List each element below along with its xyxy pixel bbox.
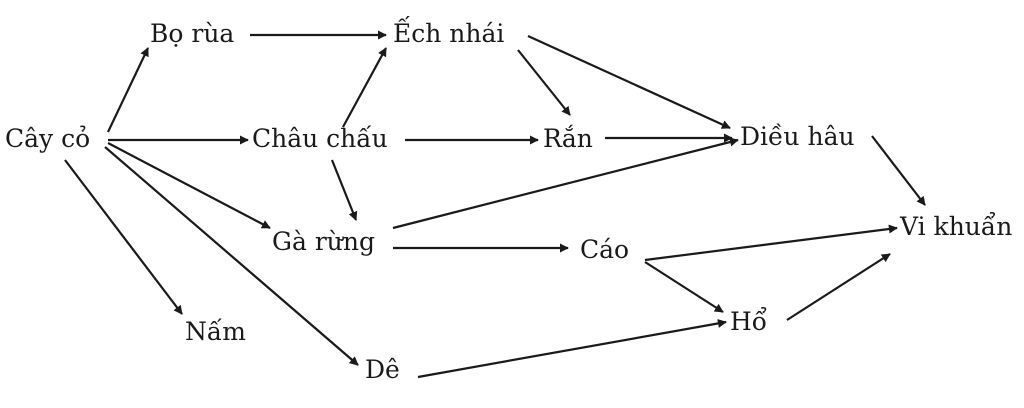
- arrow-dieu-hau-to-vi-khuan: [871, 135, 926, 206]
- arrow-ech-nhai-to-ran: [517, 49, 571, 116]
- arrow-chau-chau-to-ga-rung: [330, 159, 358, 221]
- node-ho: Hổ: [730, 307, 767, 336]
- arrow-cao-to-vi-khuan: [644, 224, 898, 262]
- node-ga-rung: Gà rừng: [272, 227, 375, 256]
- arrow-chau-chau-to-ech-nhai: [342, 47, 387, 128]
- node-bo-rua: Bọ rùa: [150, 19, 234, 48]
- node-nam: Nấm: [185, 317, 246, 346]
- node-cay-co: Cây cỏ: [5, 124, 90, 153]
- arrow-ho-to-vi-khuan: [786, 253, 891, 321]
- node-ran: Rắn: [543, 124, 593, 153]
- edges-layer: [64, 30, 926, 379]
- arrow-ech-nhai-to-dieu-hau: [527, 34, 731, 130]
- node-de: Dê: [365, 355, 400, 384]
- node-vi-khuan: Vi khuẩn: [899, 212, 1012, 241]
- node-ech-nhai: Ếch nhái: [393, 17, 504, 48]
- arrow-de-to-ho: [417, 318, 727, 379]
- arrow-cay-co-to-ga-rung: [107, 142, 271, 229]
- node-dieu-hau: Diều hâu: [740, 122, 855, 151]
- arrow-cay-co-to-nam: [64, 159, 183, 315]
- arrow-cao-to-ho: [644, 261, 724, 313]
- arrow-cay-co-to-bo-rua: [107, 47, 149, 133]
- arrow-cay-co-to-de: [104, 146, 359, 366]
- arrow-ga-rung-to-dieu-hau: [392, 137, 739, 230]
- node-cao: Cáo: [580, 235, 629, 264]
- nodes-layer: Cây cỏ Bọ rùa Ếch nhái Châu chấu Rắn Diề…: [5, 17, 1012, 384]
- node-chau-chau: Châu chấu: [252, 124, 388, 153]
